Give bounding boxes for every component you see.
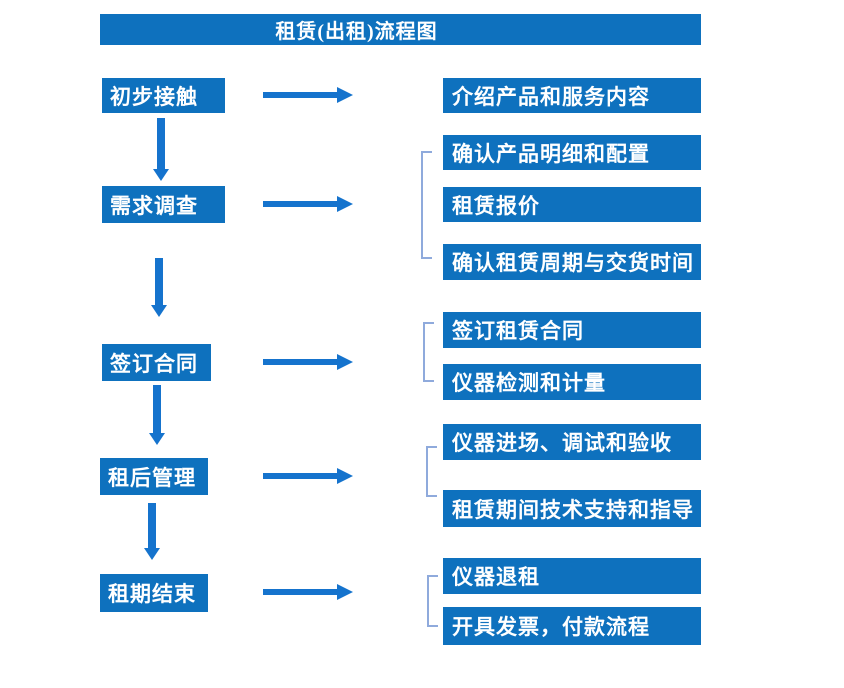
down-arrow-icon (149, 385, 165, 445)
output-box: 仪器进场、调试和验收 (443, 424, 701, 460)
group-bracket (423, 322, 434, 382)
output-box: 仪器退租 (443, 558, 701, 594)
group-bracket (427, 575, 438, 627)
output-box: 仪器检测和计量 (443, 364, 701, 400)
stage-box-demand-survey: 需求调查 (102, 186, 225, 223)
right-arrow-icon (263, 584, 353, 600)
stage-box-sign-contract: 签订合同 (102, 344, 211, 381)
right-arrow-icon (263, 354, 353, 370)
group-bracket (426, 446, 437, 497)
group-bracket (421, 151, 432, 259)
down-arrow-icon (151, 258, 167, 317)
output-box: 确认产品明细和配置 (443, 135, 701, 170)
down-arrow-icon (153, 118, 169, 181)
down-arrow-icon (144, 503, 160, 560)
output-box: 签订租赁合同 (443, 312, 701, 348)
output-box: 开具发票，付款流程 (443, 607, 701, 645)
output-box: 租赁报价 (443, 187, 701, 222)
right-arrow-icon (263, 87, 353, 103)
right-arrow-icon (263, 468, 353, 484)
right-arrow-icon (263, 196, 353, 212)
stage-box-lease-end: 租期结束 (100, 574, 208, 612)
output-box: 确认租赁周期与交货时间 (443, 244, 701, 280)
output-box: 租赁期间技术支持和指导 (443, 490, 701, 527)
stage-box-initial-contact: 初步接触 (102, 78, 225, 113)
flowchart-title: 租赁(出租)流程图 (100, 14, 701, 45)
output-box: 介绍产品和服务内容 (443, 78, 701, 113)
stage-box-post-rental-management: 租后管理 (100, 458, 208, 495)
